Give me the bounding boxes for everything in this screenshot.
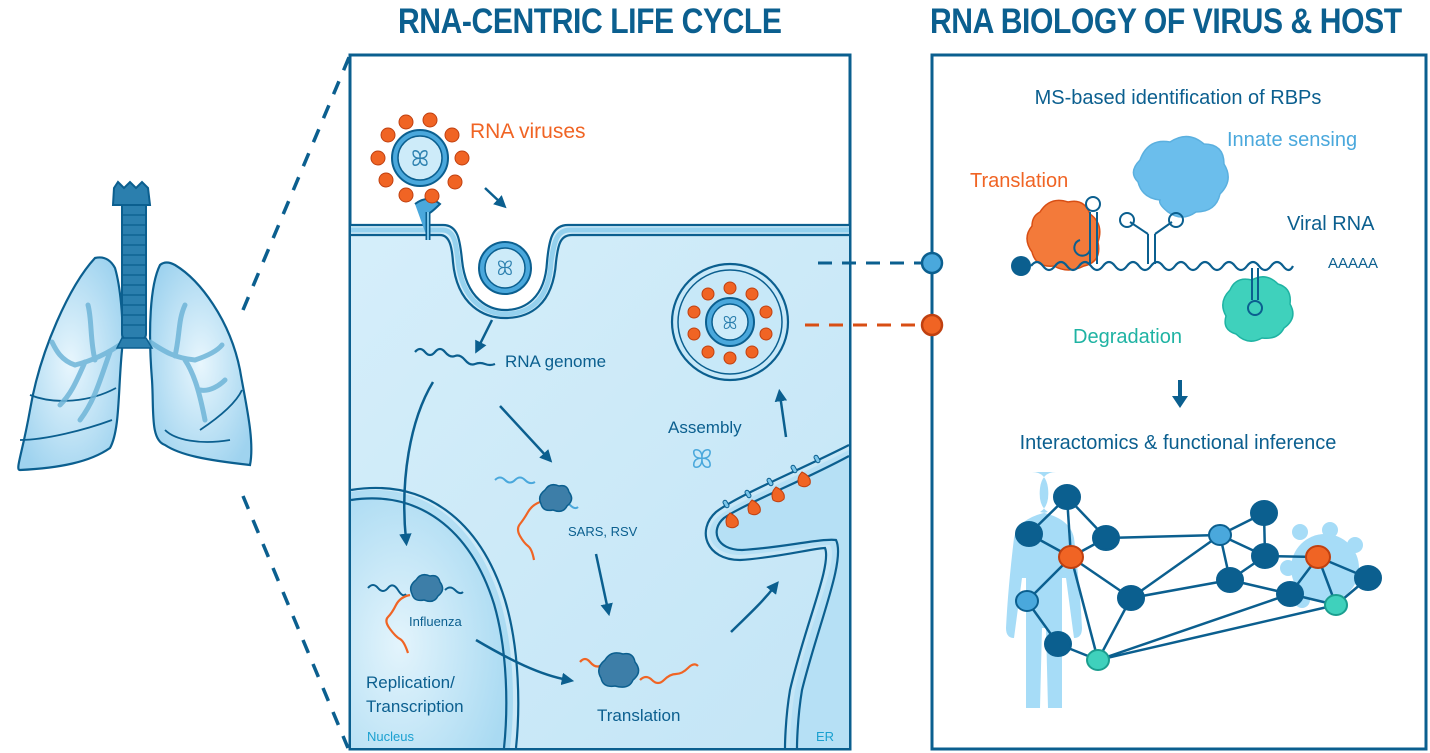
network-node-dark xyxy=(1251,543,1279,569)
arrow-entry xyxy=(484,187,507,209)
zoom-line-top xyxy=(241,54,352,311)
heading-interactomics: Interactomics & functional inference xyxy=(1020,432,1337,454)
network-node-dark xyxy=(1044,631,1072,657)
network-node-dark xyxy=(1092,525,1120,551)
network-edge xyxy=(1130,533,1221,600)
label-rna-viruses: RNA viruses xyxy=(470,120,586,143)
svg-text:ꕤ: ꕤ xyxy=(723,313,738,334)
label-er: ER xyxy=(816,729,834,744)
network-node-orange xyxy=(1058,545,1084,569)
svg-text:ꕤ: ꕤ xyxy=(411,147,429,172)
viral-rna-strand xyxy=(1030,260,1294,272)
connector-node-orange xyxy=(920,313,944,337)
ribosome-sars-rsv xyxy=(538,483,573,513)
label-sars-rsv: SARS, RSV xyxy=(568,524,638,539)
endoplasmic-reticulum xyxy=(709,450,849,748)
network-node-dark xyxy=(1276,581,1304,607)
network-node-orange xyxy=(1305,545,1331,569)
label-influenza: Influenza xyxy=(409,614,463,629)
label-nucleus: Nucleus xyxy=(367,729,414,744)
network-node-light xyxy=(1208,524,1232,546)
network-node-teal xyxy=(1086,649,1110,671)
label-viral-rna: Viral RNA xyxy=(1287,213,1375,235)
budded-virion: ꕤ xyxy=(670,262,790,382)
assembly-nucleocapsid-icon: ꕤ xyxy=(691,445,713,475)
arrow-to-budding xyxy=(774,388,788,438)
label-translation-rbp: Translation xyxy=(970,170,1068,192)
label-replication: Replication/ Transcription xyxy=(366,673,464,716)
ribosome-influenza xyxy=(409,573,444,603)
host-biology-panel: MS-based identification of RBPs Innate s… xyxy=(920,53,1428,751)
arrow-down-icon xyxy=(1172,380,1188,408)
network-node-dark xyxy=(1117,585,1145,611)
lungs-illustration xyxy=(17,180,253,472)
svg-text:ꕤ: ꕤ xyxy=(497,256,514,280)
network-edge xyxy=(1069,556,1100,661)
label-degradation: Degradation xyxy=(1073,326,1182,348)
rbp-innate-sensing xyxy=(1132,135,1229,218)
network-node-dark xyxy=(1053,484,1081,510)
rbp-translation xyxy=(1026,199,1101,271)
label-innate-sensing: Innate sensing xyxy=(1227,129,1357,151)
label-replication-line2: Transcription xyxy=(366,697,464,716)
title-rna-biology-virus-host: RNA BIOLOGY OF VIRUS & HOST xyxy=(930,2,1402,41)
endocytosed-virus: ꕤ xyxy=(478,241,532,295)
arrow-to-translation xyxy=(594,553,613,617)
rna-virus-particle: ꕤ xyxy=(370,112,470,204)
network-node-dark xyxy=(1015,521,1043,547)
lung-right xyxy=(149,261,253,467)
rbp-degradation xyxy=(1222,276,1294,342)
rna-5prime-cap xyxy=(1011,256,1031,276)
connector-node-blue xyxy=(920,251,944,275)
trachea xyxy=(121,199,147,341)
network-node-dark xyxy=(1216,567,1244,593)
label-rna-genome: RNA genome xyxy=(505,352,606,371)
arrow-to-sars-rsv xyxy=(499,405,553,463)
network-node-teal xyxy=(1324,594,1348,616)
network-edge xyxy=(1097,592,1291,662)
arrow-nucleus-to-translation xyxy=(475,638,575,686)
network-edge xyxy=(1130,578,1231,600)
network-node-light xyxy=(1015,590,1039,612)
network-node-dark xyxy=(1250,500,1278,526)
title-rna-centric-life-cycle: RNA-CENTRIC LIFE CYCLE xyxy=(398,2,782,41)
nucleus xyxy=(351,489,513,748)
network-nodes xyxy=(1015,484,1382,671)
heading-ms-identification: MS-based identification of RBPs xyxy=(1035,87,1322,109)
label-replication-line1: Replication/ xyxy=(366,673,455,692)
label-translation-cell: Translation xyxy=(597,706,680,725)
arrow-to-nucleus xyxy=(399,381,435,547)
rna-genome-strand xyxy=(414,347,496,367)
network-node-dark xyxy=(1354,565,1382,591)
network-edge xyxy=(1105,533,1221,540)
cell-panel: ꕤ ꕤ ꕤ ꕤ xyxy=(348,53,852,751)
zoom-line-bottom xyxy=(241,495,350,749)
arrow-to-er xyxy=(730,581,779,633)
network-edge xyxy=(1097,603,1337,662)
label-poly-a-tail: AAAAA xyxy=(1328,255,1378,272)
label-assembly: Assembly xyxy=(668,418,742,437)
ribosome-translation xyxy=(598,652,640,688)
arrow-uncoating xyxy=(475,319,494,354)
